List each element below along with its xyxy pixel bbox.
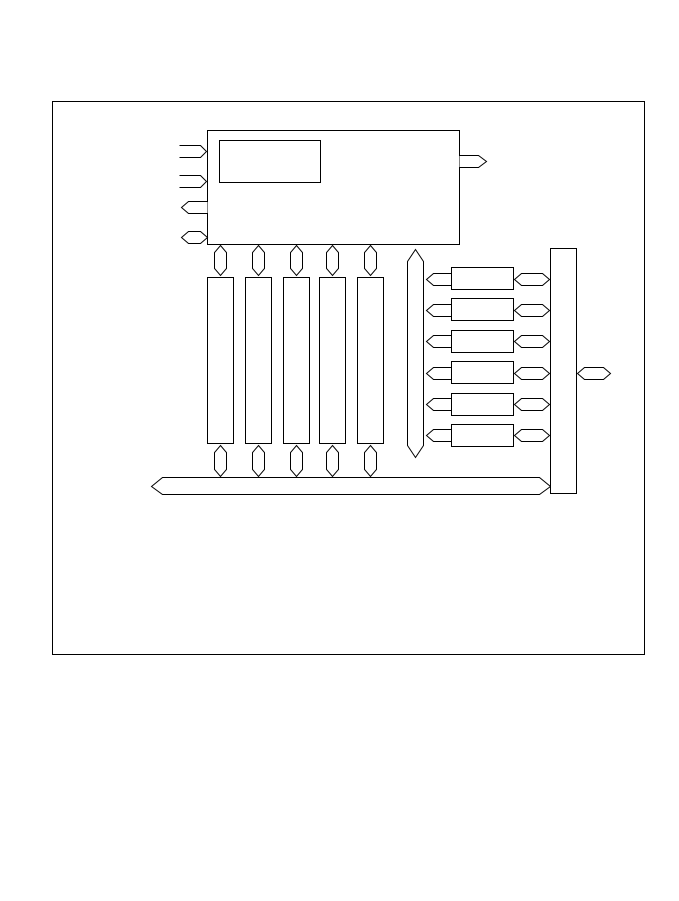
peripheral-connector-1 [513,273,551,286]
peripheral-arrow-3 [425,335,452,348]
vertical-bus [407,248,424,459]
peripheral-arrow-2 [425,304,452,317]
peripheral-connector-2 [513,304,551,317]
peripheral-block-5 [451,393,514,416]
peripheral-block-3 [451,330,514,353]
input-arrow-1 [179,145,208,158]
column-block-3 [283,277,310,444]
peripheral-block-4 [451,361,514,384]
peripheral-connector-3 [513,335,551,348]
peripheral-arrow-6 [425,429,452,442]
peripheral-block-1 [451,267,514,290]
column-block-2 [245,277,272,444]
interface-block [550,248,577,494]
output-arrow-right [459,155,488,168]
horizontal-bus [150,477,552,495]
output-arrow-left [180,201,208,214]
upper-connector-2 [252,244,265,277]
peripheral-connector-4 [513,367,551,380]
bidirectional-arrow-left [180,231,209,244]
upper-connector-4 [326,244,339,277]
peripheral-block-6 [451,424,514,447]
lower-connector-1 [214,444,227,478]
peripheral-arrow-5 [425,398,452,411]
lower-connector-3 [290,444,303,478]
lower-connector-4 [326,444,339,478]
peripheral-connector-5 [513,398,551,411]
column-block-1 [207,277,234,444]
external-connector [576,367,612,380]
upper-connector-5 [364,244,377,277]
lower-connector-5 [364,444,377,478]
upper-connector-1 [214,244,227,277]
column-block-5 [357,277,384,444]
column-block-4 [319,277,346,444]
lower-connector-2 [252,444,265,478]
main-block-inner-box [219,140,321,183]
peripheral-block-2 [451,298,514,321]
peripheral-connector-6 [513,429,551,442]
upper-connector-3 [290,244,303,277]
input-arrow-2 [179,175,208,188]
peripheral-arrow-1 [425,273,452,286]
peripheral-arrow-4 [425,367,452,380]
